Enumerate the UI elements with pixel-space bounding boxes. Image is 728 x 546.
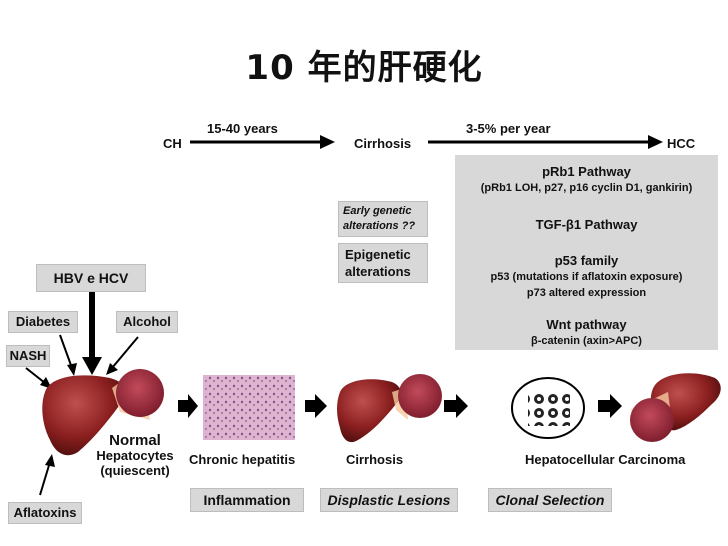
timeline-mid-label: Cirrhosis: [354, 136, 412, 151]
alcohol-box: Alcohol: [116, 311, 178, 333]
hbv-hcv-box: HBV e HCV: [36, 264, 146, 292]
stage-arrow-4: [598, 394, 622, 418]
hcc-liver-image: [630, 373, 721, 442]
normal-label-line1: Normal: [109, 432, 161, 449]
cirrhosis-liver-image: [337, 374, 442, 443]
normal-liver-image: [42, 368, 164, 456]
clonal-selection-box: Clonal Selection: [488, 488, 612, 512]
epigenetic-box: Epigenetic alterations: [338, 243, 428, 283]
timeline-arrow-2: [428, 135, 663, 149]
diabetes-arrow: [59, 334, 77, 376]
timeline-arrow-1: [190, 135, 335, 149]
pathway-wnt-detail: β-catenin (axin>APC): [531, 335, 642, 347]
stage-arrow-3: [444, 394, 468, 418]
aflatoxins-arrow: [39, 454, 55, 496]
inflammation-box: Inflammation: [190, 488, 304, 512]
pathways-panel: pRb1 Pathway (pRb1 LOH, p27, p16 cyclin …: [455, 155, 718, 350]
diabetes-box: Diabetes: [8, 311, 78, 333]
normal-label-line3: (quiescent): [100, 463, 170, 478]
chronic-hepatitis-image: [203, 375, 295, 440]
nash-arrow: [25, 367, 52, 389]
nash-box: NASH: [6, 345, 50, 367]
timeline-start-label: CH: [163, 136, 182, 151]
clonal-cells-image: [511, 377, 585, 439]
timeline-interval-1: 15-40 years: [207, 121, 278, 136]
page-title: 10 年的肝硬化: [245, 48, 483, 88]
early-genetic-box: Early genetic alterations ??: [338, 201, 428, 237]
stage-arrow-2: [305, 394, 327, 418]
pathway-p53-title: p53 family: [554, 253, 619, 268]
pathway-p53-detail: p53 (mutations if aflatoxin exposure): [490, 271, 683, 283]
chronic-hepatitis-label: Chronic hepatitis: [189, 452, 296, 467]
hcc-stage-label: Hepatocellular Carcinoma: [525, 452, 686, 467]
timeline-interval-2: 3-5% per year: [466, 121, 551, 136]
cirrhosis-stage-label: Cirrhosis: [346, 452, 404, 467]
normal-hepatocytes-label: Normal Hepatocytes (quiescent): [90, 433, 180, 478]
timeline-end-label: HCC: [667, 136, 696, 151]
aflatoxins-box: Aflatoxins: [8, 502, 82, 524]
pathway-wnt-title: Wnt pathway: [546, 317, 627, 332]
normal-label-line2: Hepatocytes: [96, 448, 174, 463]
pathway-prb1-title: pRb1 Pathway: [542, 164, 631, 179]
displastic-lesions-box: Displastic Lesions: [320, 488, 458, 512]
alcohol-arrow: [106, 336, 139, 375]
pathway-tgf-title: TGF-β1 Pathway: [535, 217, 638, 232]
pathway-p73-detail: p73 altered expression: [526, 287, 647, 299]
pathway-prb1-detail: (pRb1 LOH, p27, p16 cyclin D1, gankirin): [480, 182, 693, 194]
stage-arrow-1: [178, 394, 198, 418]
hbv-arrow: [82, 292, 102, 375]
